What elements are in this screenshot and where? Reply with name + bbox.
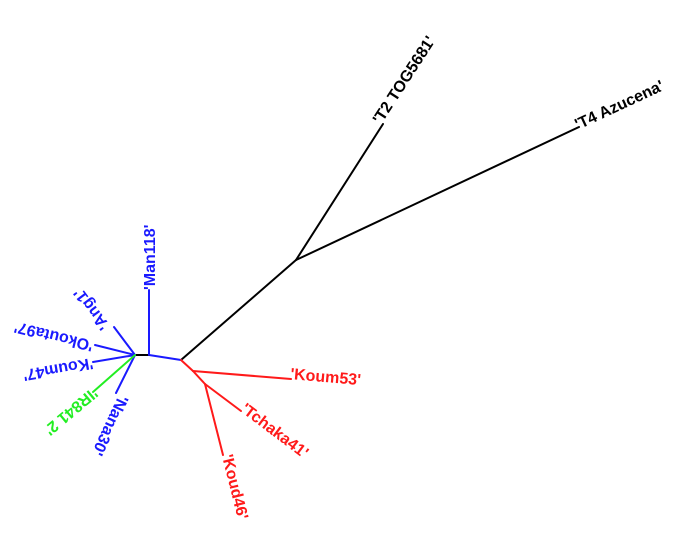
branch-ang1 [113, 326, 136, 356]
branch-red-inner [192, 370, 206, 385]
branch-koum53 [192, 370, 292, 380]
leaf-label-koum53: 'Koum53' [290, 366, 362, 389]
leaf-label-koud46: 'Koud46' [218, 453, 251, 521]
branches [92, 123, 580, 456]
branch-trunk-black [180, 259, 297, 361]
leaf-label-ir8412: 'IR841 2' [41, 384, 101, 438]
branch-koum47 [92, 354, 136, 363]
leaf-labels: 'T2 TOG5681' 'T4 Azucena' 'Man118' 'Ang1… [13, 33, 667, 521]
leaf-label-tchaka41: 'Tchaka41' [238, 401, 312, 462]
leaf-label-ang1: 'Ang1' [71, 285, 113, 333]
branch-koud46 [204, 383, 224, 456]
leaf-label-koum47: 'Koum47' [22, 354, 95, 383]
leaf-label-t2-tog5681: 'T2 TOG5681' [370, 33, 439, 127]
branch-red-stem [180, 359, 194, 372]
branch-okouta97 [94, 344, 136, 356]
branch-t2-tog5681 [295, 123, 384, 261]
branch-ir8412 [92, 354, 136, 393]
leaf-label-t4-azucena: 'T4 Azucena' [573, 78, 667, 134]
leaf-label-okouta97: 'Okouta97' [13, 318, 95, 354]
branch-nana30 [115, 354, 136, 394]
branch-tchaka41 [204, 383, 242, 412]
leaf-label-man118: 'Man118' [142, 225, 159, 290]
branch-t4-azucena [295, 126, 580, 261]
branch-center-blue [148, 354, 182, 361]
